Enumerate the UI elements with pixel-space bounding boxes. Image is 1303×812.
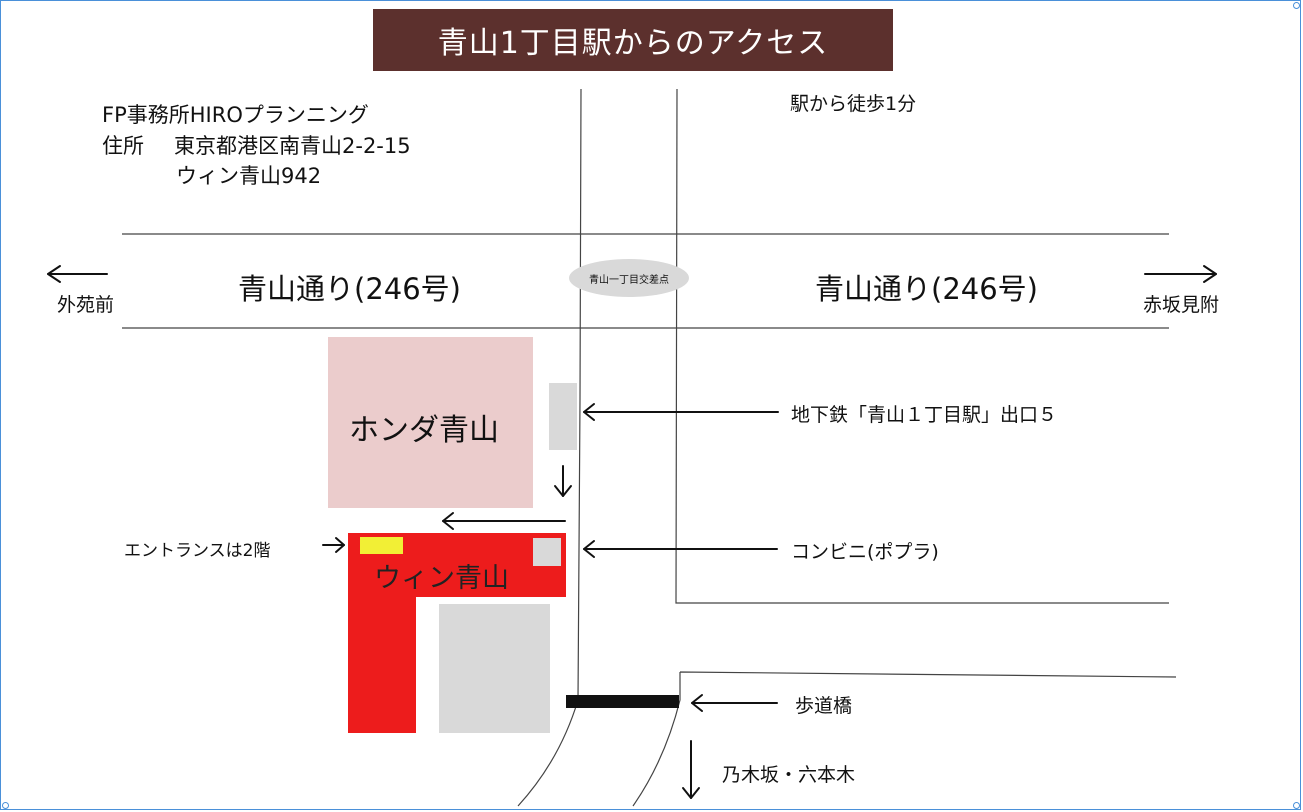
subway-exit-label: 地下鉄「青山１丁目駅」出口５ xyxy=(791,404,1058,426)
office-name: FP事務所HIROプランニング xyxy=(102,103,369,127)
east-street-edge xyxy=(675,88,1169,604)
resize-handle-bottom-right[interactable] xyxy=(1293,802,1300,809)
address-line-2: ウィン青山942 xyxy=(176,164,322,188)
walk-left-arrow xyxy=(442,512,566,530)
address-label: 住所 xyxy=(102,134,144,158)
convenience-store-arrow xyxy=(583,540,778,558)
convenience-store-block xyxy=(533,538,561,566)
entrance-label: エントランスは2階 xyxy=(124,541,271,561)
resize-handle-bottom-left[interactable] xyxy=(2,802,9,809)
resize-handle-top-right[interactable] xyxy=(1293,2,1300,9)
road-label-west: 青山通り(246号) xyxy=(238,272,461,306)
neighbor-building xyxy=(439,604,550,733)
entrance-arrow xyxy=(322,537,345,553)
convenience-store-label: コンビニ(ポプラ) xyxy=(791,541,939,563)
intersection-marker xyxy=(569,259,689,297)
honda-aoyama-label: ホンダ青山 xyxy=(349,413,499,448)
address-line-1: 東京都港区南青山2-2-15 xyxy=(174,134,411,158)
walk-down-arrow xyxy=(554,465,572,497)
footbridge-label: 歩道橋 xyxy=(795,695,853,717)
south-arrow xyxy=(682,740,700,799)
win-aoyama-label: ウィン青山 xyxy=(374,563,509,594)
walk-time: 駅から徒歩1分 xyxy=(790,93,917,115)
east-arrow xyxy=(1144,265,1217,283)
intersection-label: 青山一丁目交差点 xyxy=(589,275,669,286)
direction-south: 乃木坂・六本木 xyxy=(722,764,856,786)
west-arrow xyxy=(47,265,108,283)
footbridge xyxy=(566,695,679,708)
direction-west: 外苑前 xyxy=(57,294,115,316)
honda-aoyama-building xyxy=(328,337,533,508)
win-aoyama-building-wing xyxy=(348,597,416,733)
road-label-east: 青山通り(246号) xyxy=(815,272,1038,306)
map-title: 青山1丁目駅からのアクセス xyxy=(373,9,893,71)
entrance-marker xyxy=(360,537,403,554)
direction-east: 赤坂見附 xyxy=(1143,294,1220,316)
south-street-edge xyxy=(632,671,1177,807)
subway-exit-arrow xyxy=(583,403,779,421)
footbridge-arrow xyxy=(691,694,778,712)
subway-exit-block xyxy=(549,383,577,450)
